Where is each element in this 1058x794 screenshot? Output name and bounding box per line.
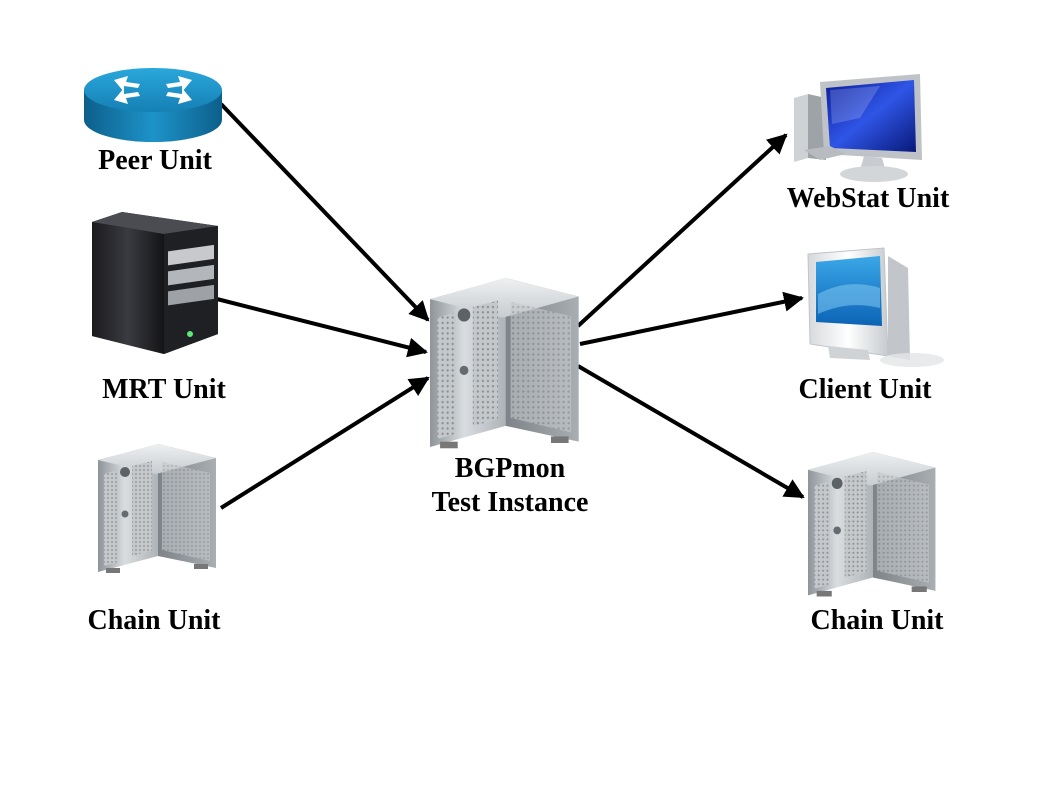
tower-server-icon — [808, 452, 936, 597]
black-server-icon — [92, 212, 218, 354]
imac-monitor-icon — [807, 247, 944, 367]
arrow-bgpmon-to-webstat — [576, 133, 788, 328]
tower-server-icon — [98, 444, 216, 573]
arrow-mrt-to-bgpmon — [212, 296, 428, 358]
chain-in-unit-label: Chain Unit — [87, 605, 221, 636]
mrt-unit-label: MRT Unit — [102, 374, 226, 405]
chain-out-unit-label: Chain Unit — [810, 605, 944, 636]
connection-arrows — [212, 102, 805, 510]
peer-unit-label: Peer Unit — [98, 145, 212, 176]
client-unit-label: Client Unit — [798, 374, 932, 405]
arrow-peer-to-bgpmon — [219, 102, 430, 322]
arrow-chain-to-bgpmon — [219, 376, 430, 510]
arrow-bgpmon-to-client — [579, 291, 804, 346]
bgpmon-server-icon — [430, 278, 579, 449]
bgpmon-subtitle-label: Test Instance — [431, 487, 589, 518]
desktop-computer-icon — [794, 74, 922, 182]
webstat-unit-label: WebStat Unit — [786, 183, 950, 214]
arrow-bgpmon-to-chain — [576, 364, 805, 499]
bgpmon-title-label: BGPmon — [454, 453, 566, 484]
router-icon — [84, 68, 222, 142]
